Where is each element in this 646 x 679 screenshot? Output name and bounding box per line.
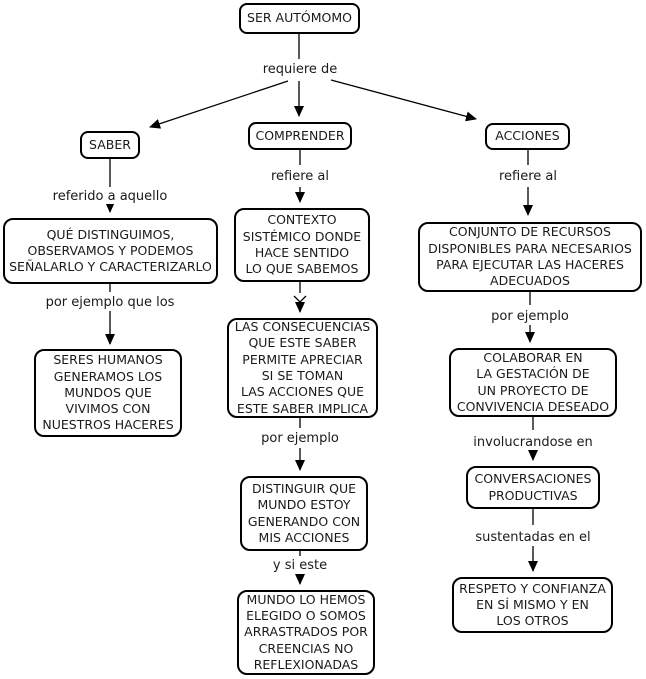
node-acciones[interactable]: ACCIONES (485, 123, 570, 150)
link-label-por-ejemplo-que-los[interactable]: por ejemplo que los (43, 295, 177, 310)
node-saber[interactable]: SABER (80, 131, 140, 159)
node-que-distinguimos[interactable]: QUÉ DISTINGUIMOS, OBSERVAMOS Y PODEMOS S… (3, 218, 218, 284)
link-label-referido-a-aquello[interactable]: referido a aquello (50, 189, 170, 204)
node-consecuencias[interactable]: LAS CONSECUENCIAS QUE ESTE SABER PERMITE… (227, 318, 378, 418)
link-label-y-si-este[interactable]: y si este (270, 558, 330, 573)
link-label-por-ejemplo-derecha[interactable]: por ejemplo (489, 309, 571, 324)
node-colaborar[interactable]: COLABORAR EN LA GESTACIÓN DE UN PROYECTO… (449, 348, 617, 417)
node-respeto[interactable]: RESPETO Y CONFIANZA EN SÍ MISMO Y EN LOS… (452, 577, 613, 633)
link-label-requiere-de[interactable]: requiere de (260, 62, 340, 77)
node-seres-humanos[interactable]: SERES HUMANOS GENERAMOS LOS MUNDOS QUE V… (34, 349, 182, 437)
link-label-involucrandose-en[interactable]: involucrandose en (471, 435, 595, 450)
chevron-open-arrowhead (293, 295, 307, 303)
node-ser-autonomo[interactable]: SER AUTÓMOMO (239, 3, 360, 34)
link-label-sustentadas-en-el[interactable]: sustentadas en el (473, 530, 593, 545)
node-conjunto[interactable]: CONJUNTO DE RECURSOS DISPONIBLES PARA NE… (418, 222, 642, 292)
arrow-requiere-de-to-acciones (330, 79, 477, 122)
node-mundo[interactable]: MUNDO LO HEMOS ELEGIDO O SOMOS ARRASTRAD… (237, 590, 375, 675)
link-label-por-ejemplo-centro[interactable]: por ejemplo (259, 431, 341, 446)
node-distinguir[interactable]: DISTINGUIR QUE MUNDO ESTOY GENERANDO CON… (240, 476, 368, 551)
link-label-refiere-al-acciones[interactable]: refiere al (496, 169, 560, 184)
arrow-requiere-de-to-saber (149, 80, 289, 129)
node-contexto[interactable]: CONTEXTO SISTÉMICO DONDE HACE SENTIDO LO… (234, 208, 370, 282)
node-conversaciones[interactable]: CONVERSACIONES PRODUCTIVAS (466, 466, 600, 509)
link-label-refiere-al-comprender[interactable]: refiere al (268, 169, 332, 184)
node-comprender[interactable]: COMPRENDER (248, 122, 352, 150)
